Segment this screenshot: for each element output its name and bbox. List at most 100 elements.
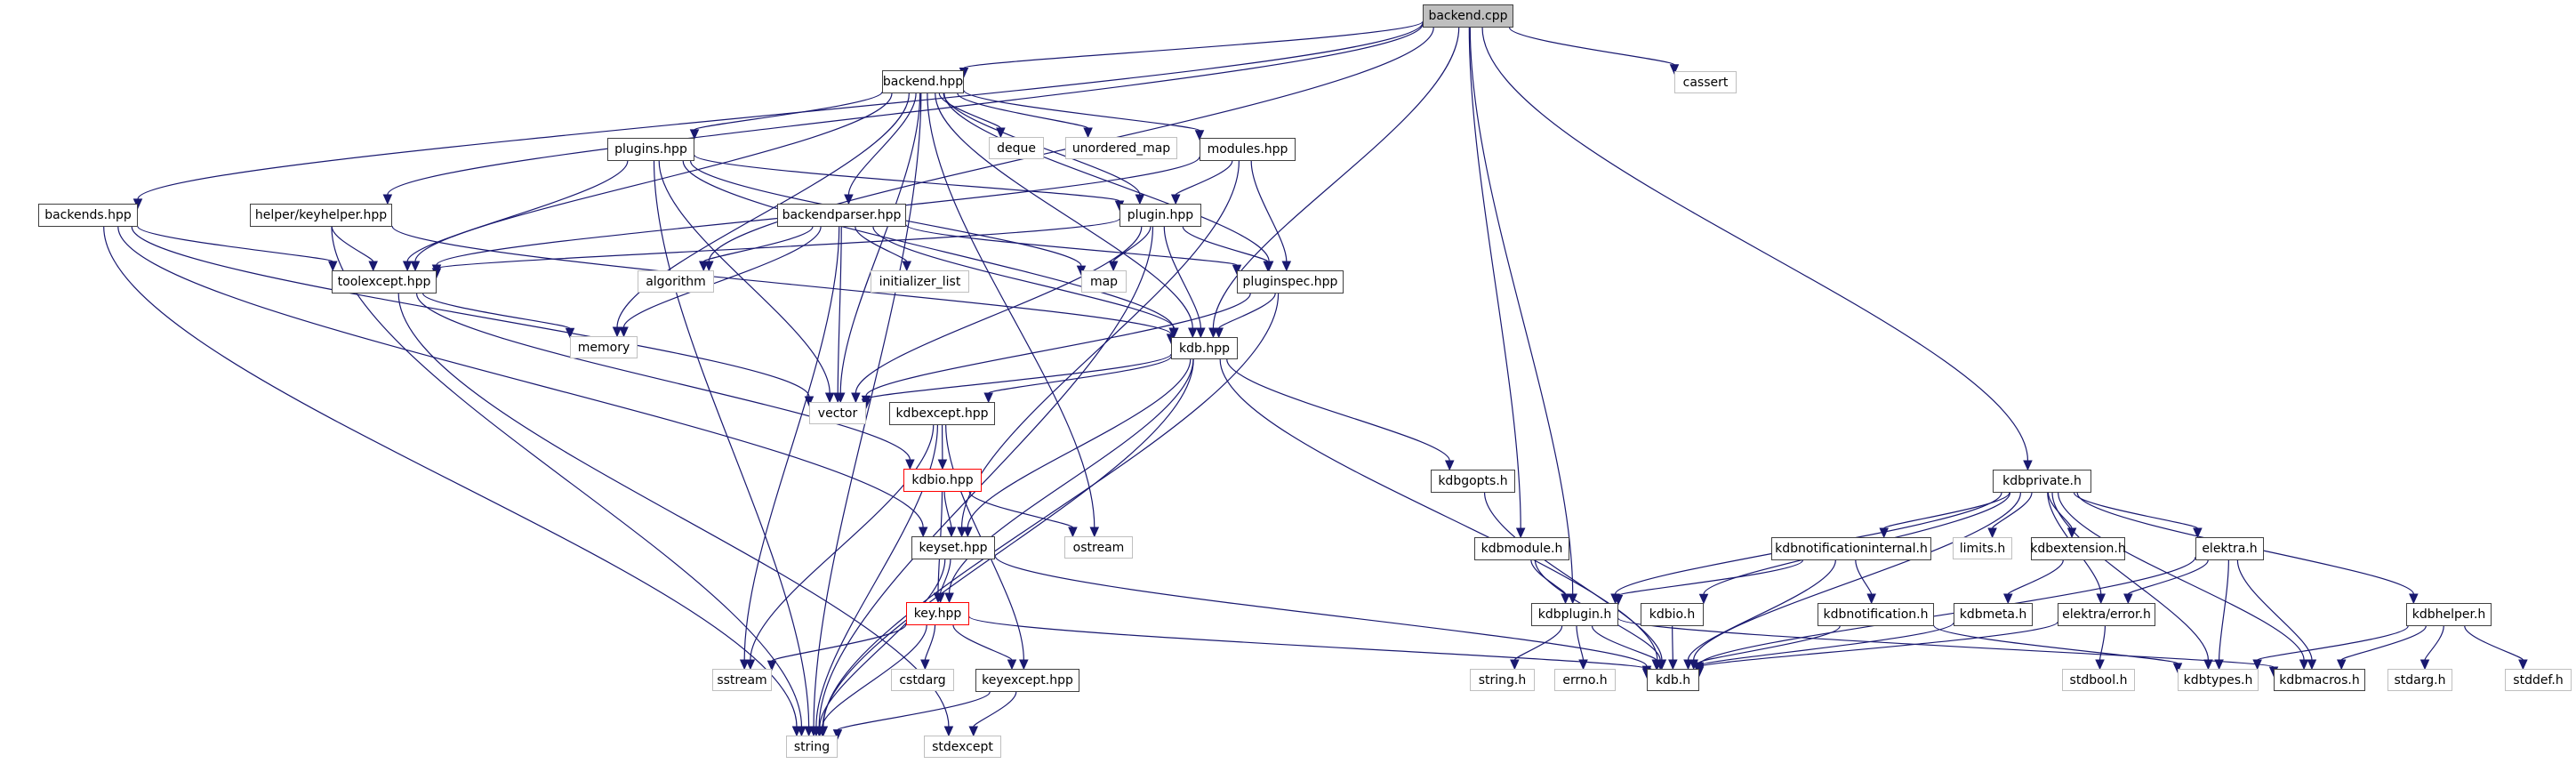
edge-plugin-hpp-to-toolexcept-hpp xyxy=(436,218,1120,269)
node-label: kdbtypes.h xyxy=(2183,672,2253,688)
arrowhead-icon xyxy=(1444,460,1455,471)
edge-backend-hpp-to-string xyxy=(813,92,922,728)
arrowhead-icon xyxy=(1196,327,1206,339)
node-toolexcept-hpp[interactable]: toolexcept.hpp xyxy=(332,270,437,294)
arrowhead-icon xyxy=(2518,659,2528,671)
node-kdbexcept-hpp[interactable]: kdbexcept.hpp xyxy=(889,402,995,425)
node-kdbmacros-h[interactable]: kdbmacros.h xyxy=(2274,669,2365,691)
node-kdbgopts-h[interactable]: kdbgopts.h xyxy=(1431,470,1515,493)
edge-keyexcept-hpp-to-string xyxy=(837,691,991,731)
arrowhead-icon xyxy=(937,459,948,470)
node-plugin-hpp[interactable]: plugin.hpp xyxy=(1119,204,1201,227)
edge-backend-hpp-to-pluginspec-hpp xyxy=(943,92,1270,262)
node-keyhelper-hpp[interactable]: helper/keyhelper.hpp xyxy=(250,204,392,227)
node-label: stdbool.h xyxy=(2069,672,2128,688)
edge-kdbhelper-h-to-kdbmacros-h xyxy=(2340,625,2427,661)
edge-backend-hpp-to-plugins-hpp xyxy=(694,91,883,131)
edge-kdb-hpp-to-kdbexcept-hpp xyxy=(988,356,1172,394)
node-backendparser-hpp[interactable]: backendparser.hpp xyxy=(777,204,906,227)
node-pluginspec-hpp[interactable]: pluginspec.hpp xyxy=(1237,270,1344,294)
arrowhead-icon xyxy=(1169,327,1179,339)
node-kdbplugin-h[interactable]: kdbplugin.h xyxy=(1531,603,1618,626)
node-elektra-error-h[interactable]: elektra/error.h xyxy=(2058,603,2155,626)
edge-kdb-hpp-to-vector xyxy=(865,353,1172,400)
node-kdbhelper-h[interactable]: kdbhelper.h xyxy=(2406,603,2492,626)
node-kdbio-h[interactable]: kdbio.h xyxy=(1641,603,1704,626)
arrowhead-icon xyxy=(382,194,393,205)
node-elektra-h[interactable]: elektra.h xyxy=(2195,537,2264,560)
node-string: string xyxy=(786,736,838,758)
arrowhead-icon xyxy=(2420,659,2430,671)
node-kdbio-hpp[interactable]: kdbio.hpp xyxy=(903,469,982,492)
node-kdbmeta-h[interactable]: kdbmeta.h xyxy=(1954,603,2033,626)
node-stddef-h: stddef.h xyxy=(2505,669,2572,691)
node-kdb-hpp[interactable]: kdb.hpp xyxy=(1171,337,1238,359)
edge-kdb-hpp-to-key-hpp xyxy=(948,358,1194,594)
node-label: elektra/error.h xyxy=(2062,607,2151,622)
edge-backend-hpp-to-ostream xyxy=(927,92,1095,528)
edge-backend-cpp-to-kdbprivate-h xyxy=(1481,27,2029,462)
edge-keyset-hpp-to-kdb-h xyxy=(994,555,1648,667)
node-backend-hpp[interactable]: backend.hpp xyxy=(882,70,964,93)
edge-pluginspec-hpp-to-kdb-hpp xyxy=(1218,293,1276,329)
node-kdb-h[interactable]: kdb.h xyxy=(1647,669,1699,691)
edge-keyhelper-hpp-to-toolexcept-hpp xyxy=(331,226,374,262)
arrowhead-icon xyxy=(1613,594,1624,606)
arrowhead-icon xyxy=(2252,659,2262,671)
node-cassert: cassert xyxy=(1674,71,1737,93)
node-modules-hpp[interactable]: modules.hpp xyxy=(1200,138,1296,161)
arrowhead-icon xyxy=(804,396,815,407)
arrowhead-icon xyxy=(944,592,954,604)
edge-kdb-hpp-to-string xyxy=(822,358,1194,728)
node-kdbnotificationinternal-h[interactable]: kdbnotificationinternal.h xyxy=(1771,537,1931,560)
node-label: kdbplugin.h xyxy=(1537,607,1612,622)
node-backend-cpp: backend.cpp xyxy=(1423,4,1513,28)
arrowhead-icon xyxy=(1651,659,1661,671)
edge-modules-hpp-to-plugin-hpp xyxy=(1175,160,1233,196)
node-kdbextension-h[interactable]: kdbextension.h xyxy=(2030,537,2126,560)
arrowhead-icon xyxy=(1669,64,1680,75)
arrowhead-icon xyxy=(918,527,928,538)
node-kdbmodule-h[interactable]: kdbmodule.h xyxy=(1474,537,1569,560)
node-kdbprivate-h[interactable]: kdbprivate.h xyxy=(1993,470,2091,493)
edge-plugins-hpp-to-toolexcept-hpp xyxy=(406,160,629,262)
edge-kdbio-hpp-to-ostream xyxy=(968,491,1074,528)
node-label: kdbprivate.h xyxy=(2002,474,2082,488)
edge-toolexcept-hpp-to-memory xyxy=(422,293,571,329)
arrowhead-icon xyxy=(2193,527,2203,539)
edge-key-hpp-to-sstream xyxy=(771,623,907,662)
node-keyexcept-hpp[interactable]: keyexcept.hpp xyxy=(975,669,1079,692)
edge-modules-hpp-to-pluginspec-hpp xyxy=(1250,160,1288,262)
node-label: modules.hpp xyxy=(1207,142,1288,157)
edge-kdbnotification-h-to-kdbtypes-h xyxy=(1933,624,2179,664)
node-key-hpp[interactable]: key.hpp xyxy=(906,602,969,625)
node-label: map xyxy=(1089,274,1119,289)
edge-elektra-error-h-to-kdb-h xyxy=(1698,621,2058,668)
node-label: backend.hpp xyxy=(882,75,964,89)
node-label: cstdarg xyxy=(899,672,946,688)
edge-plugins-hpp-to-string xyxy=(653,160,810,728)
node-plugins-hpp[interactable]: plugins.hpp xyxy=(607,138,694,161)
node-label: kdbhelper.h xyxy=(2411,607,2486,622)
edge-kdbplugin-h-to-kdb-h xyxy=(1591,625,1657,661)
node-stdexcept: stdexcept xyxy=(924,736,1001,758)
node-kdbnotification-h[interactable]: kdbnotification.h xyxy=(1818,603,1934,626)
arrowhead-icon xyxy=(2095,659,2105,671)
node-keyset-hpp[interactable]: keyset.hpp xyxy=(911,536,995,559)
arrowhead-icon xyxy=(328,261,338,272)
node-label: stdexcept xyxy=(932,739,993,754)
arrowhead-icon xyxy=(851,392,861,404)
arrowhead-icon xyxy=(368,261,378,272)
node-backends-hpp[interactable]: backends.hpp xyxy=(38,204,138,227)
arrowhead-icon xyxy=(699,261,709,272)
node-label: ostream xyxy=(1072,540,1125,555)
edge-keyset-hpp-to-string xyxy=(819,559,946,728)
node-unordered-map: unordered_map xyxy=(1065,137,1177,159)
node-label: kdbnotificationinternal.h xyxy=(1775,542,1928,556)
edge-backends-hpp-to-keyset-hpp xyxy=(117,226,924,528)
edge-backend-hpp-to-toolexcept-hpp xyxy=(414,92,893,262)
node-label: stdarg.h xyxy=(2394,672,2446,688)
node-label: plugins.hpp xyxy=(614,142,687,157)
arrowhead-icon xyxy=(1188,327,1198,339)
